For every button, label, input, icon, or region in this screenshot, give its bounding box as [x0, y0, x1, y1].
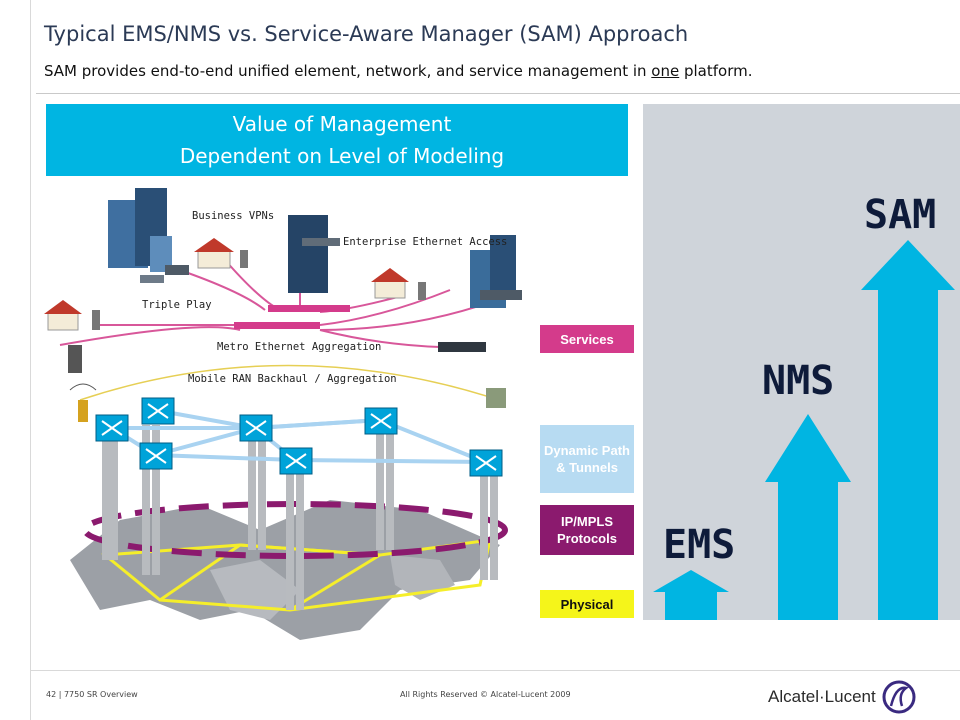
management-arrows — [653, 240, 955, 620]
band-physical: Physical — [540, 590, 634, 618]
value-box-line2: Dependent on Level of Modeling — [179, 144, 505, 168]
footer-rights: All Rights Reserved © Alcatel-Lucent 200… — [400, 690, 571, 699]
house-icon — [44, 238, 409, 331]
value-of-management-box: Value of Management Dependent on Level o… — [46, 104, 628, 176]
office-building-icon — [108, 188, 516, 308]
subtitle-text-post: platform. — [679, 62, 753, 80]
ems-arrow — [653, 570, 729, 620]
label-metro-ethernet: Metro Ethernet Aggregation — [217, 341, 382, 353]
brand-logo: Alcatel·Lucent — [768, 680, 916, 714]
alcatel-lucent-logo-icon — [882, 680, 916, 714]
service-lines — [59, 259, 511, 348]
brand-text: Alcatel·Lucent — [768, 687, 876, 706]
bottom-rule — [30, 670, 960, 671]
metro-bar-bottom — [234, 322, 320, 329]
mobile-ran-link — [79, 364, 506, 403]
value-box-line1: Value of Management — [232, 112, 452, 136]
switch-icon — [95, 397, 503, 477]
page-title: Typical EMS/NMS vs. Service-Aware Manage… — [44, 22, 689, 46]
page-subtitle: SAM provides end-to-end unified element,… — [44, 62, 753, 80]
network-diagram — [44, 188, 522, 640]
nms-arrow — [765, 414, 851, 620]
cell-tower-icon — [69, 383, 97, 422]
subtitle-text-pre: SAM provides end-to-end unified element,… — [44, 62, 652, 80]
nms-label: NMS — [762, 358, 835, 404]
router-icon — [68, 238, 522, 408]
label-business-vpns: Business VPNs — [192, 210, 275, 222]
mpls-dashed-ring — [82, 501, 508, 559]
band-dynamic-path: Dynamic Path & Tunnels — [540, 425, 634, 493]
footer-page: 42 | 7750 SR Overview — [46, 690, 138, 699]
label-mobile-ran: Mobile RAN Backhaul / Aggregation — [188, 373, 397, 385]
label-enterprise-ethernet: Enterprise Ethernet Access — [343, 236, 508, 248]
world-map-icon — [70, 500, 500, 640]
band-ip-mpls: IP/MPLS Protocols — [540, 505, 634, 555]
sam-arrow — [861, 240, 955, 620]
left-rule — [30, 0, 31, 720]
header-divider — [36, 93, 960, 94]
band-services: Services — [540, 325, 634, 353]
metro-bar-top — [268, 305, 350, 312]
router-pillars — [102, 425, 498, 610]
subtitle-underlined: one — [651, 62, 680, 80]
label-triple-play: Triple Play — [142, 299, 212, 311]
sam-label: SAM — [864, 192, 937, 238]
ems-label: EMS — [663, 522, 736, 568]
